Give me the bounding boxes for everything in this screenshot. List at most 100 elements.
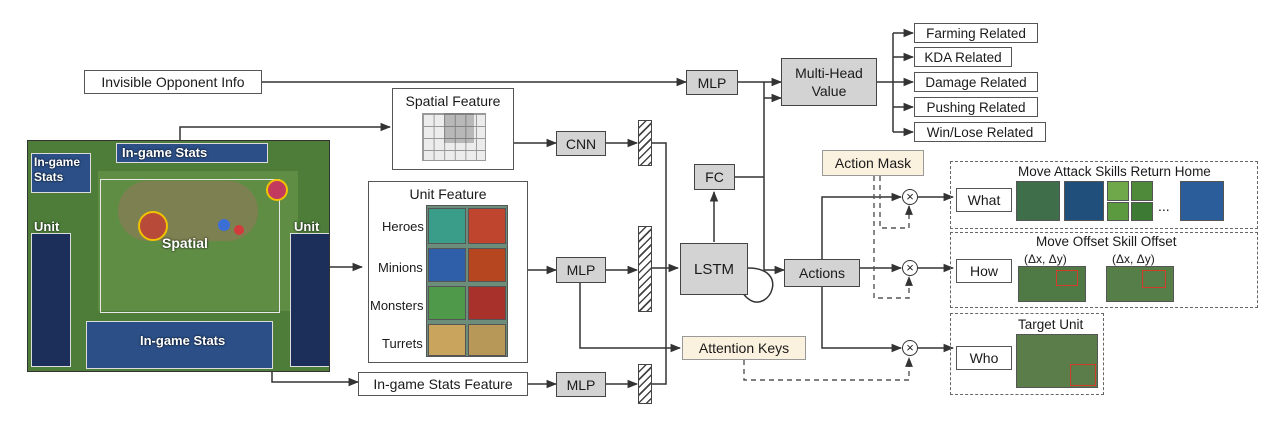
bottom-stats-bar	[86, 321, 273, 369]
multiply-what-icon: ×	[902, 189, 918, 205]
spatial-label: Spatial	[162, 235, 208, 251]
action-mask-block: Action Mask	[822, 150, 924, 176]
invisible-opponent-info-label: Invisible Opponent Info	[101, 74, 245, 90]
value-output-pushing-label: Pushing Related	[926, 99, 1026, 115]
top-stats-bar	[116, 143, 268, 163]
fc-label: FC	[705, 169, 724, 185]
concat-bar-spatial	[638, 120, 652, 166]
in-game-stats-bottom-label: In-game Stats	[140, 333, 226, 348]
what-attack-thumb	[1064, 181, 1104, 221]
in-game-stats-top-label: In-game Stats	[122, 145, 208, 160]
fc-block: FC	[694, 164, 735, 190]
value-output-kda: KDA Related	[914, 47, 1012, 67]
value-output-win-lose-label: Win/Lose Related	[926, 124, 1034, 140]
hero-marker-2	[266, 179, 288, 201]
left-unit-panel	[31, 233, 71, 367]
what-skill-thumb-2	[1131, 181, 1153, 201]
mlp-opponent-block: MLP	[686, 70, 738, 95]
how-skill-delta: (Δx, Δy)	[1112, 252, 1155, 266]
spatial-feature-grid-shade	[444, 113, 474, 143]
in-game-stats-feature-box: In-game Stats Feature	[358, 372, 528, 396]
multi-head-value-label: Multi-Head Value	[795, 65, 863, 99]
spatial-feature-grid	[422, 113, 486, 161]
value-output-farming: Farming Related	[914, 23, 1038, 43]
minion-icon-1	[428, 248, 466, 282]
who-head-header: Target Unit	[1018, 317, 1084, 332]
minion-marker-2	[234, 225, 244, 235]
unit-row-monsters: Monsters	[370, 298, 424, 313]
game-screenshot: In-game Stats In-game Stats Spatial Unit…	[27, 140, 330, 372]
left-stats-panel	[31, 153, 91, 193]
actions-label: Actions	[799, 265, 845, 281]
how-move-delta: (Δx, Δy)	[1024, 252, 1067, 266]
action-mask-label: Action Mask	[834, 155, 912, 171]
attention-keys-block: Attention Keys	[682, 336, 806, 360]
unit-row-minions: Minions	[378, 260, 423, 275]
unit-row-heroes: Heroes	[382, 219, 424, 234]
concat-bar-stats	[638, 364, 652, 404]
concat-bar-unit	[638, 226, 652, 312]
multi-head-value-block: Multi-Head Value	[781, 58, 877, 106]
who-head-frame	[950, 313, 1104, 395]
unit-right-label: Unit	[294, 219, 320, 234]
who-label-box: Who	[956, 346, 1012, 370]
cnn-block: CNN	[556, 131, 606, 156]
minion-icon-2	[468, 248, 506, 282]
hero-icon-2	[468, 208, 506, 244]
what-return-home-thumb	[1180, 181, 1224, 221]
in-game-stats-feature-label: In-game Stats Feature	[373, 376, 513, 392]
cnn-label: CNN	[565, 135, 597, 152]
how-move-offset-thumb	[1018, 266, 1086, 302]
value-output-farming-label: Farming Related	[926, 25, 1026, 41]
what-move-thumb	[1016, 181, 1060, 221]
what-head-header: Move Attack Skills Return Home	[1018, 164, 1211, 179]
lstm-label: LSTM	[693, 260, 734, 278]
hero-marker-1	[138, 211, 168, 241]
in-game-stats-left-label: In-game Stats	[34, 155, 81, 184]
how-skill-offset-target	[1142, 270, 1166, 288]
multiply-who-icon: ×	[902, 340, 918, 356]
unit-row-turrets: Turrets	[382, 336, 423, 351]
what-skill-thumb-1	[1107, 181, 1129, 201]
how-head-frame	[950, 232, 1258, 308]
what-label-box: What	[956, 188, 1012, 212]
what-ellipsis: ...	[1158, 198, 1170, 214]
who-label: Who	[969, 350, 999, 366]
actions-block: Actions	[784, 259, 860, 287]
minion-marker-1	[218, 219, 230, 231]
unit-left-label: Unit	[34, 219, 60, 234]
value-output-damage-label: Damage Related	[925, 74, 1027, 90]
invisible-opponent-info-box: Invisible Opponent Info	[84, 70, 262, 94]
mlp-opponent-label: MLP	[697, 74, 727, 91]
mlp-unit-block: MLP	[556, 257, 606, 283]
value-output-damage: Damage Related	[914, 72, 1038, 92]
how-label: How	[969, 263, 998, 279]
monster-icon-1	[428, 286, 466, 320]
mlp-unit-label: MLP	[566, 262, 596, 278]
who-target-marker	[1070, 364, 1096, 386]
unit-feature-title: Unit Feature	[409, 186, 487, 202]
value-output-kda-label: KDA Related	[924, 49, 1002, 65]
value-output-win-lose: Win/Lose Related	[914, 122, 1046, 142]
mlp-stats-label: MLP	[566, 376, 596, 393]
what-skill-thumb-3	[1107, 202, 1129, 221]
turret-icon-2	[468, 324, 506, 356]
how-skill-offset-thumb	[1106, 266, 1174, 302]
monster-icon-2	[468, 286, 506, 320]
right-unit-panel	[290, 233, 329, 367]
value-output-pushing: Pushing Related	[914, 97, 1038, 117]
turret-icon-1	[428, 324, 466, 356]
spatial-region-frame	[100, 179, 280, 313]
attention-keys-label: Attention Keys	[698, 340, 790, 356]
how-move-offset-target	[1056, 270, 1078, 286]
mlp-stats-block: MLP	[556, 372, 606, 397]
lstm-block: LSTM	[680, 243, 748, 295]
hero-icon-1	[428, 208, 466, 244]
multiply-how-icon: ×	[902, 260, 918, 276]
what-label: What	[967, 192, 1001, 208]
how-head-header: Move Offset Skill Offset	[1036, 234, 1177, 249]
who-target-unit-thumb	[1016, 334, 1098, 388]
what-head-frame	[950, 161, 1258, 229]
